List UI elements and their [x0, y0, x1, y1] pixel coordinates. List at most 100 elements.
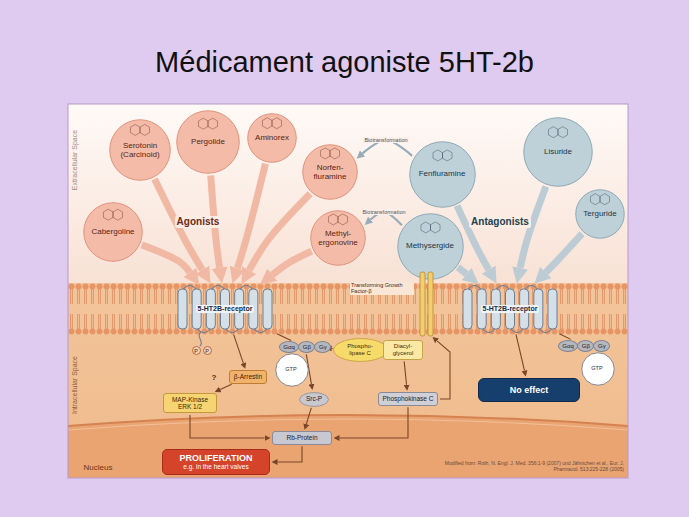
structure-ring	[262, 118, 272, 129]
node-sublabel: Gβ	[298, 341, 315, 353]
node-text: Rb-Protein	[286, 434, 317, 441]
receptor-chain	[420, 272, 425, 336]
node-text: 5-HT2B-receptor	[481, 305, 540, 313]
signal-arrow	[277, 334, 291, 341]
cell-membrane	[68, 283, 628, 335]
antagonist-arrow	[458, 267, 467, 274]
structure-ring	[320, 148, 330, 159]
structure-ring	[140, 124, 150, 135]
citation: Modified from: Roth, N. Engl. J. Med. 35…	[420, 461, 624, 473]
gtp-circle: GTP	[581, 352, 613, 384]
node-label: Gαq	[279, 341, 299, 353]
node-text: GTP	[277, 366, 306, 372]
node-label: Gαq	[558, 340, 578, 352]
molecule-circle	[524, 118, 593, 187]
molecule-circle	[397, 213, 463, 279]
edge-label: Biotransformation	[361, 209, 406, 215]
receptor-helix	[463, 289, 472, 329]
figure-frame	[68, 104, 628, 478]
node-text: Phosphokinase C	[383, 395, 434, 402]
node-text: Lisuride	[533, 147, 583, 156]
receptor-chain	[428, 272, 433, 336]
node-sublabel: e.g. in the heart valves	[180, 463, 253, 470]
agonist-arrow	[272, 251, 311, 275]
structure-ring	[130, 124, 140, 135]
protein-box: Rb-Protein	[272, 431, 332, 444]
node-text: Pergolide	[185, 137, 231, 146]
node-text: Transforming Growth Factor-β	[350, 282, 414, 295]
molecule-circle	[311, 211, 366, 266]
signal-arrow	[437, 341, 450, 399]
node-label: Pergolide	[185, 137, 231, 146]
slide-title: Médicament agoniste 5HT-2b	[0, 46, 689, 79]
node-label: 5-HT2B-receptor	[481, 305, 540, 313]
molecule-circle	[276, 354, 309, 387]
structure-ring	[548, 127, 558, 138]
region-label: Intracellular Space	[71, 356, 79, 414]
node-text: GαqGβGγ	[279, 341, 331, 353]
group-label: Antagonists	[469, 216, 531, 228]
structure-ring	[328, 214, 338, 225]
signal-arrow	[340, 407, 409, 438]
signal-arrow	[516, 334, 525, 370]
arrestin-box: β-Arrestin	[229, 370, 267, 383]
receptor-helix	[548, 289, 557, 329]
structure-ring	[103, 209, 113, 220]
structure-ring	[330, 148, 340, 159]
node-label: Terguride	[582, 209, 618, 218]
question-mark: ?	[212, 373, 217, 382]
structure-ring	[113, 209, 123, 220]
nuclear-envelope	[68, 419, 628, 430]
lipid-bilayer	[68, 283, 628, 335]
g-protein: GαqGβGγ	[558, 340, 610, 352]
node-label: PROLIFERATION	[180, 453, 253, 463]
antagonist-molecule: Lisuride	[523, 117, 593, 187]
antagonist-molecule: Terguride	[575, 189, 625, 239]
signal-arrow	[234, 334, 244, 363]
agonist-molecule: Cabergoline	[83, 202, 143, 262]
node-label: Diacyl-glycerol	[388, 343, 418, 357]
agonist-molecule: Methyl-ergonovine	[310, 210, 366, 266]
gtp-circle: GTP	[275, 353, 307, 385]
node-text: Norfen-fluramine	[310, 163, 350, 181]
agonist-molecule: Serotonin (Carcinoid)	[109, 119, 171, 181]
receptor-helix	[178, 289, 187, 329]
region-label: Extracellular Space	[71, 130, 79, 190]
node-label: Rb-Protein	[286, 434, 317, 441]
node-label: Fenfluramine	[418, 169, 466, 178]
node-text: 5-HT2B-receptor	[196, 305, 255, 313]
node-label: Methyl-ergonovine	[318, 229, 358, 247]
node-text: No effect	[510, 385, 549, 395]
signal-arrow	[306, 408, 311, 424]
node-label: Serotonin (Carcinoid)	[118, 141, 163, 159]
structure-ring	[558, 127, 568, 138]
molecule-circle	[576, 190, 625, 239]
g-protein: GαqGβGγ	[279, 341, 331, 353]
node-label: Phosphokinase C	[383, 395, 434, 402]
node-text: Methysergide	[406, 241, 454, 250]
molecule-circle	[303, 145, 358, 200]
signal-arrow	[278, 446, 303, 462]
molecule-circle	[84, 203, 143, 262]
node-label: Cabergoline	[91, 227, 134, 236]
oval-outline	[300, 392, 329, 406]
node-label: MAP-Kinase ERK 1/2	[168, 396, 212, 411]
node-label: No effect	[510, 385, 549, 395]
kinase-box: Phosphokinase C	[378, 392, 439, 405]
signal-arrow	[559, 334, 570, 340]
agonist-molecule: Norfen-fluramine	[302, 144, 358, 200]
structure-ring	[208, 118, 218, 129]
node-label: Phospho-lipase C	[343, 343, 377, 357]
node-text: MAP-Kinase ERK 1/2	[168, 396, 212, 411]
antagonist-molecule: Fenfluramine	[409, 141, 476, 208]
structure-ring	[420, 221, 430, 232]
node-text: Terguride	[582, 209, 618, 218]
group-label: Agonists	[175, 216, 222, 228]
node-label: Src-P	[306, 395, 322, 402]
agonist-molecule: Aminorex	[247, 113, 297, 163]
node-label: Lisuride	[533, 147, 583, 156]
node-text: Serotonin (Carcinoid)	[118, 141, 163, 159]
node-label: Methysergide	[406, 241, 454, 250]
node-text: Cabergoline	[91, 227, 134, 236]
node-sublabel: Gβ	[577, 340, 594, 352]
